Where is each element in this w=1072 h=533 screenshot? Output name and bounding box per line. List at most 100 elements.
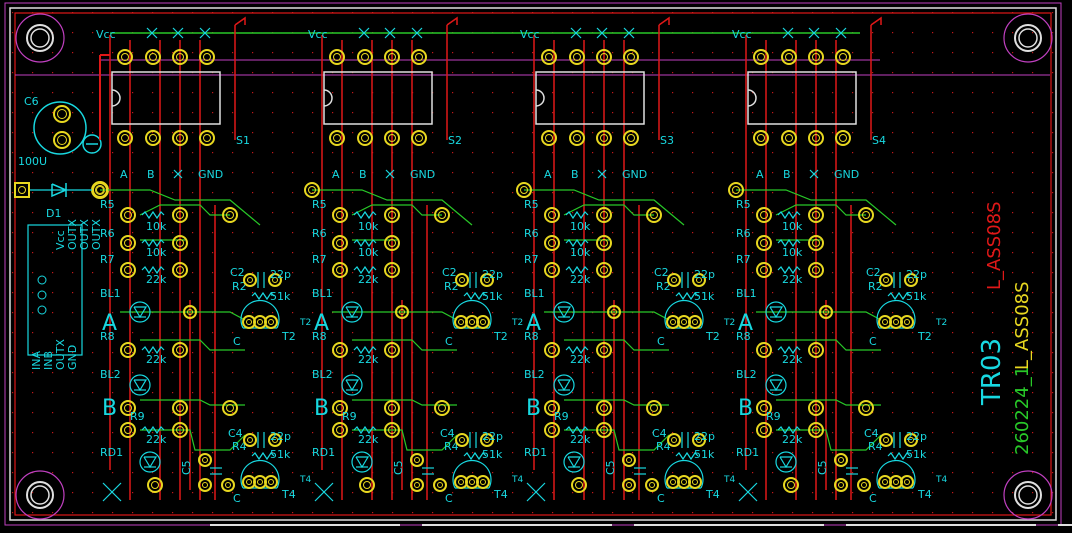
- grid-dot: [672, 72, 674, 74]
- grid-dot: [852, 252, 854, 254]
- vertical-trace: [446, 16, 458, 26]
- grid-dot: [672, 152, 674, 154]
- x-mark: [526, 482, 546, 502]
- grid-dot: [432, 472, 434, 474]
- mounting-hole-ring: [15, 13, 65, 63]
- vcc-label: Vcc: [96, 28, 116, 41]
- led-bl2: [345, 379, 360, 392]
- grid-dot: [512, 232, 514, 234]
- grid-dot: [972, 432, 974, 434]
- t4-label: T4: [493, 488, 508, 501]
- ic-pin-pad: [569, 49, 585, 65]
- grid-dot: [212, 452, 214, 454]
- connector-pin-top-label: OUTX: [78, 219, 91, 250]
- grid-dot: [512, 52, 514, 54]
- grid-dot: [932, 52, 934, 54]
- grid-dot: [672, 252, 674, 254]
- grid-dot: [992, 112, 994, 114]
- grid-dot: [352, 192, 354, 194]
- via-pad-hole: [226, 404, 234, 412]
- rd1-label: RD1: [100, 446, 123, 459]
- r4-label: R4: [232, 440, 247, 453]
- resistor-pad-hole: [388, 346, 396, 354]
- ic-pin-pad: [145, 49, 161, 65]
- grid-dot: [1012, 232, 1014, 234]
- mounting-hole-ring: [15, 470, 65, 520]
- ic-pin-pad-hole: [415, 134, 423, 142]
- transistor-pad-hole: [692, 479, 698, 485]
- grid-dot: [252, 332, 254, 334]
- grid-dot: [492, 312, 494, 314]
- led-bl1: [765, 301, 787, 323]
- grid-dot: [752, 232, 754, 234]
- grid-dot: [112, 332, 114, 334]
- grid-dot: [332, 232, 334, 234]
- cap-pad: [834, 453, 848, 467]
- cap-pad-hole: [247, 277, 253, 283]
- grid-dot: [92, 352, 94, 354]
- pin-a-label: A: [756, 168, 764, 181]
- grid-dot: [512, 472, 514, 474]
- grid-dot: [472, 92, 474, 94]
- grid-dot: [192, 512, 194, 514]
- grid-dot: [732, 92, 734, 94]
- grid-dot: [1032, 252, 1034, 254]
- grid-dot: [112, 292, 114, 294]
- grid-dot: [172, 232, 174, 234]
- grid-dot: [292, 512, 294, 514]
- grid-dot: [692, 472, 694, 474]
- grid-dot: [492, 72, 494, 74]
- grid-dot: [452, 512, 454, 514]
- grid-dot: [272, 472, 274, 474]
- grid-dot: [332, 152, 334, 154]
- grid-dot: [72, 252, 74, 254]
- r6-label: R6: [100, 227, 115, 240]
- grid-dot: [232, 132, 234, 134]
- resistor-r6: [353, 238, 377, 248]
- grid-dot: [132, 192, 134, 194]
- grid-dot: [1052, 192, 1054, 194]
- grid-dot: [512, 312, 514, 314]
- transistor-pad-hole: [904, 319, 910, 325]
- grid-dot: [912, 272, 914, 274]
- c5-label: C5: [392, 460, 405, 475]
- grid-dot: [1032, 32, 1034, 34]
- value-10k: 10k: [570, 220, 591, 233]
- cap-pad-hole: [838, 482, 844, 488]
- grid-dot: [672, 52, 674, 54]
- via-pad: [395, 305, 409, 319]
- grid-dot: [592, 332, 594, 334]
- grid-dot: [752, 112, 754, 114]
- grid-dot: [192, 132, 194, 134]
- grid-dot: [292, 52, 294, 54]
- t4-label: T4: [917, 488, 932, 501]
- grid-dot: [132, 292, 134, 294]
- grid-dot: [212, 292, 214, 294]
- resistor-pad: [596, 262, 612, 278]
- grid-dot: [172, 252, 174, 254]
- input-pad: [92, 182, 108, 198]
- ic-pin-pad: [541, 49, 557, 65]
- grid-dot: [12, 212, 14, 214]
- grid-dot: [812, 112, 814, 114]
- grid-dot: [752, 452, 754, 454]
- grid-dot: [72, 132, 74, 134]
- grid-dot: [552, 92, 554, 94]
- grid-dot: [892, 372, 894, 374]
- grid-dot: [1052, 352, 1054, 354]
- pin-b-label: B: [783, 168, 791, 181]
- grid-dot: [612, 212, 614, 214]
- grid-dot: [512, 492, 514, 494]
- grid-dot: [12, 152, 14, 154]
- transistor-t4: [664, 459, 704, 489]
- grid-dot: [752, 172, 754, 174]
- grid-dot: [1012, 252, 1014, 254]
- grid-dot: [832, 392, 834, 394]
- grid-dot: [232, 472, 234, 474]
- grid-dot: [452, 52, 454, 54]
- grid-dot: [852, 292, 854, 294]
- grid-dot: [212, 352, 214, 354]
- grid-dot: [992, 92, 994, 94]
- grid-dot: [772, 252, 774, 254]
- grid-dot: [952, 492, 954, 494]
